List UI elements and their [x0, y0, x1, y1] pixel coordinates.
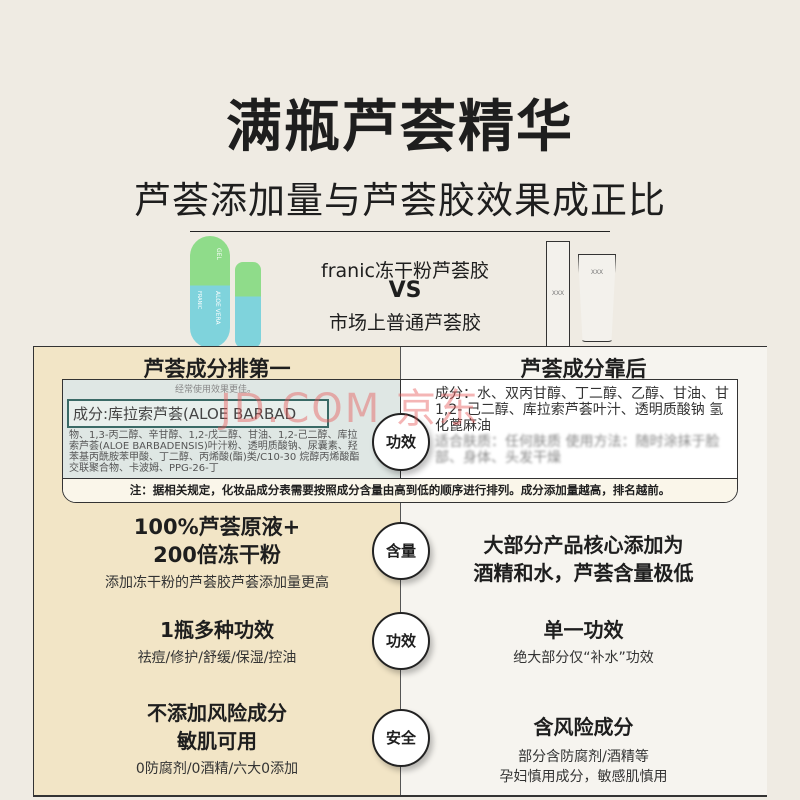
badge-efficacy: 功效: [372, 612, 430, 670]
product-name: franic冻干粉芦荟胶: [321, 260, 489, 282]
divider: [190, 231, 610, 232]
pack-label: FRANIC: [196, 291, 202, 310]
row-content-right: 单一功效 绝大部分仅“补水”功效: [400, 616, 767, 668]
row-content-left: 不添加风险成分 敏肌可用 0防腐剂/0酒精/六大0添加: [34, 699, 400, 779]
footnote: 注：据相关规定，化妆品成分表需要按照成分含量由高到低的顺序进行排列。成分添加量越…: [63, 478, 737, 502]
left-subtitle: 祛痘/修护/舒缓/保湿/控油: [137, 650, 297, 666]
left-title: 敏肌可用: [177, 729, 257, 753]
vs-label: VS: [388, 278, 422, 303]
ingredient-highlight: 成分:库拉索芦荟(ALOE BARBAD: [67, 399, 329, 428]
right-title: 单一功效: [543, 618, 624, 642]
badge-efficacy: 功效: [372, 413, 430, 471]
badge-content: 含量: [372, 522, 430, 580]
competitor-ingredient-label: 成分：水、双丙甘醇、丁二醇、乙醇、甘油、甘 1,2- 己二醇、库拉索芦荟叶汁、透…: [401, 380, 737, 478]
generic-bottle-icon: XXX: [546, 241, 570, 347]
watermark: JD.COM 京东: [220, 386, 480, 432]
right-title: 含风险成分: [533, 715, 634, 739]
comparison-table: 芦荟成分排第一 芦荟成分靠后 经常使用效果更佳。 成分:库拉索芦荟(ALOE B…: [33, 346, 767, 797]
row-content-right: 含风险成分 部分含防腐剂/酒精等 孕妇慎用成分，敏感肌慎用: [400, 713, 767, 787]
pack-label: GEL: [215, 248, 222, 260]
ingredient-list: 成分：水、双丙甘醇、丁二醇、乙醇、甘油、甘 1,2- 己二醇、库拉索芦荟叶汁、透…: [435, 386, 729, 434]
pack-label: ALOE VERA: [214, 291, 221, 325]
row-content-right: 大部分产品核心添加为 酒精和水，芦荟含量极低: [400, 531, 767, 587]
left-subtitle: 0防腐剂/0酒精/六大0添加: [135, 761, 299, 777]
row-content-left: 1瓶多种功效 祛痘/修护/舒缓/保湿/控油: [34, 616, 400, 668]
blurred-usage-text: 适合肤质：任何肤质 使用方法：随时涂抹于脸部、身体、头发干燥: [435, 434, 720, 466]
left-title: 不添加风险成分: [147, 701, 287, 725]
generic-tube-icon: XXX: [578, 254, 616, 342]
competitor-name: 市场上普通芦荟胶: [328, 312, 481, 334]
left-title: 200倍冻干粉: [153, 543, 281, 567]
row-content-left: 100%芦荟原液+ 200倍冻干粉 添加冻干粉的芦荟胶芦荟添加量更高: [34, 513, 400, 593]
ingredient-list: 物、1,3-丙二醇、辛甘醇、1,2-戊二醇、甘油、1,2-己二醇、库拉索芦荟(A…: [69, 430, 360, 474]
left-subtitle: 添加冻干粉的芦荟胶芦荟添加量更高: [105, 575, 329, 591]
right-title: 大部分产品核心添加为: [483, 533, 684, 557]
small-bottle: [235, 262, 261, 348]
page-subtitle: 芦荟添加量与芦荟胶效果成正比: [134, 179, 666, 222]
left-column-header: 芦荟成分排第一: [143, 357, 291, 381]
large-capsule-bottle: GEL ALOE VERA FRANIC: [190, 236, 230, 348]
badge-safety: 安全: [372, 709, 430, 767]
right-title: 酒精和水，芦荟含量极低: [473, 561, 694, 585]
franic-product-image: GEL ALOE VERA FRANIC: [190, 236, 280, 348]
right-column-header: 芦荟成分靠后: [520, 357, 647, 381]
left-title: 100%芦荟原液+: [133, 515, 301, 539]
right-subtitle: 孕妇慎用成分，敏感肌慎用: [499, 769, 668, 785]
right-subtitle: 部分含防腐剂/酒精等: [518, 749, 649, 765]
tube-label: XXX: [590, 269, 604, 276]
bottle-label: XXX: [551, 290, 565, 297]
page-title: 满瓶芦荟精华: [226, 95, 574, 160]
left-title: 1瓶多种功效: [160, 618, 274, 642]
label-top-text: 经常使用效果更佳。: [174, 385, 256, 395]
right-subtitle: 绝大部分仅“补水”功效: [513, 650, 654, 666]
